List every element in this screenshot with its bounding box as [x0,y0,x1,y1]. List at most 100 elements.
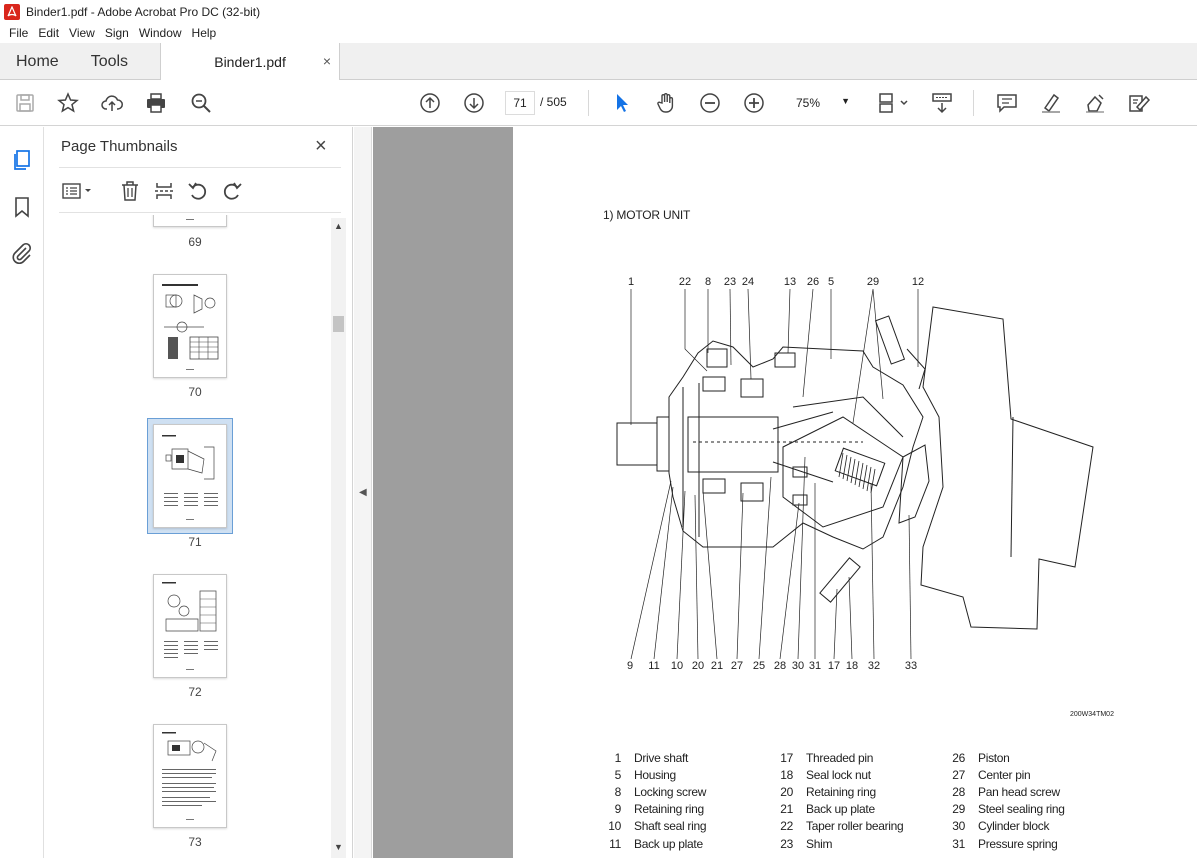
callout-label: 31 [809,660,821,672]
scrollbar-thumb[interactable] [333,316,344,332]
tab-home[interactable]: Home [16,52,59,70]
callout-label: 8 [705,276,711,288]
scroll-mode-icon[interactable] [929,90,955,116]
part-name: Piston [978,751,1010,765]
comment-icon[interactable] [994,90,1020,116]
callout-label: 25 [753,660,765,672]
thumbnail-page-number: 70 [188,385,202,399]
page-number-input[interactable]: 71 [505,91,535,115]
options-menu-icon[interactable] [61,180,95,202]
save-icon[interactable] [12,90,38,116]
menu-help[interactable]: Help [191,26,217,40]
star-bookmark-icon[interactable] [55,90,81,116]
rotate-clockwise-icon[interactable] [221,180,243,202]
part-name: Back up plate [806,802,875,816]
part-name: Pan head screw [978,785,1060,799]
previous-page-icon[interactable] [417,90,443,116]
attachment-paperclip-icon[interactable] [10,241,34,265]
acrobat-pdf-icon [4,3,20,20]
close-panel-icon[interactable]: × [315,135,327,157]
thumbnail-page[interactable] [153,274,227,378]
select-cursor-icon[interactable] [609,90,635,116]
panel-title: Page Thumbnails [61,138,178,155]
upload-cloud-icon[interactable] [99,90,125,116]
delete-trash-icon[interactable] [119,180,141,202]
thumbnail-scrollbar[interactable]: ▲ ▼ [331,218,346,858]
panel-splitter[interactable]: ◀ [354,127,372,858]
callout-label: 13 [784,276,796,288]
part-number: 22 [780,819,793,833]
part-name: Seal lock nut [806,768,871,782]
thumbnail-page-number: 71 [188,535,202,549]
callout-label: 11 [648,660,659,672]
callout-label: 29 [867,276,879,288]
zoom-out-icon[interactable] [697,90,723,116]
sign-pen-icon[interactable] [1082,90,1108,116]
insert-page-icon[interactable] [153,180,175,202]
menu-edit[interactable]: Edit [38,26,60,40]
page-thumbnails-panel: Page Thumbnails × 69 [45,127,353,858]
close-tab-icon[interactable]: × [322,53,332,69]
callout-label: 24 [742,276,754,288]
callout-label: 33 [905,660,917,672]
thumbnail-page[interactable] [153,215,227,227]
hand-tool-icon[interactable] [653,90,679,116]
menu-view[interactable]: View [69,26,95,40]
menu-sign[interactable]: Sign [104,26,129,40]
highlight-pen-icon[interactable] [1038,90,1064,116]
main-toolbar: 71 / 505 75% ▼ [0,80,1197,126]
menu-file[interactable]: File [9,26,29,40]
part-name: Cylinder block [978,819,1050,833]
tab-document-label: Binder1.pdf [214,54,286,70]
zoom-level-select[interactable]: 75% ▼ [786,92,856,114]
part-number: 1 [614,751,622,765]
part-name: Locking screw [634,785,707,799]
part-number: 17 [780,751,793,765]
part-number: 21 [780,802,793,816]
callout-label: 12 [912,276,924,288]
part-name: Taper roller bearing [806,819,904,833]
thumbnail-page-selected[interactable] [153,424,227,528]
zoom-in-icon[interactable] [741,90,767,116]
part-name: Threaded pin [806,751,874,765]
fill-sign-icon[interactable] [1126,90,1152,116]
thumbnail-page[interactable] [153,574,227,678]
collapse-panel-arrow-icon[interactable]: ◀ [359,487,367,498]
callout-label: 28 [774,660,786,672]
thumbnail-page[interactable] [153,724,227,828]
part-name: Shim [806,837,833,851]
bookmark-icon[interactable] [10,195,34,219]
part-number: 18 [780,768,793,782]
part-name: Shaft seal ring [634,819,707,833]
menu-window[interactable]: Window [138,26,182,40]
thumbnail-list: 69 70 [59,215,331,858]
next-page-icon[interactable] [461,90,487,116]
page-display-icon[interactable] [876,90,912,116]
page-total: / 505 [540,95,567,109]
callout-label: 21 [711,660,723,672]
menu-bar: File Edit View Sign Window Help [0,23,1197,43]
scroll-up-arrow-icon[interactable]: ▲ [334,221,343,231]
part-number: 31 [952,837,965,851]
part-name: Retaining ring [806,785,876,799]
part-number: 5 [614,768,622,782]
toolbar-divider [588,90,589,116]
thumbnail-page-number: 72 [188,685,202,699]
zoom-search-icon[interactable] [188,90,214,116]
page-thumbnails-icon[interactable] [10,148,34,172]
tab-document[interactable]: Binder1.pdf × [160,43,341,81]
document-viewport[interactable]: 1) MOTOR UNIT 1 22 8 23 24 13 26 5 29 12… [373,127,1197,858]
part-number: 30 [952,819,965,833]
part-name: Retaining ring [634,802,704,816]
part-name: Drive shaft [634,751,689,765]
navigation-rail [0,127,44,858]
part-number: 9 [614,802,622,816]
scroll-down-arrow-icon[interactable]: ▼ [334,842,343,852]
section-title: 1) MOTOR UNIT [603,208,691,222]
callout-label: 32 [868,660,880,672]
print-icon[interactable] [143,90,169,116]
tab-tools[interactable]: Tools [90,52,129,70]
part-number: 23 [780,837,793,851]
rotate-counterclockwise-icon[interactable] [187,180,209,202]
